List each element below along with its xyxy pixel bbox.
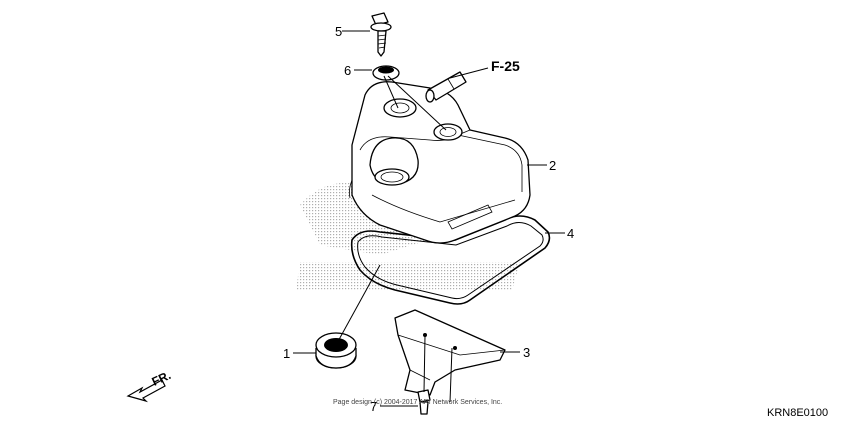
callout-7: 7 [370, 399, 377, 414]
bolt-part-7 [417, 389, 431, 415]
plate-part-3 [394, 309, 506, 396]
plug-seal-part-1 [315, 332, 357, 369]
diagram-code: KRN8E0100 [767, 407, 828, 419]
cylinder-head-cover-part-2 [348, 81, 531, 244]
breather-pipe [425, 71, 467, 103]
callout-2: 2 [549, 158, 556, 173]
callout-1: 1 [283, 346, 290, 361]
callout-4: 4 [567, 226, 574, 241]
washer-part-6 [372, 65, 400, 81]
bolt-part-5 [370, 12, 392, 57]
copyright-text: Page design (c) 2004-2017 ARI Network Se… [333, 399, 502, 406]
reference-label: F-25 [491, 58, 520, 74]
callout-6: 6 [344, 63, 351, 78]
callout-3: 3 [523, 345, 530, 360]
callout-5: 5 [335, 24, 342, 39]
front-indicator-label: FR. [150, 368, 173, 389]
leader-lines [293, 30, 565, 407]
front-arrow-icon [126, 379, 166, 403]
